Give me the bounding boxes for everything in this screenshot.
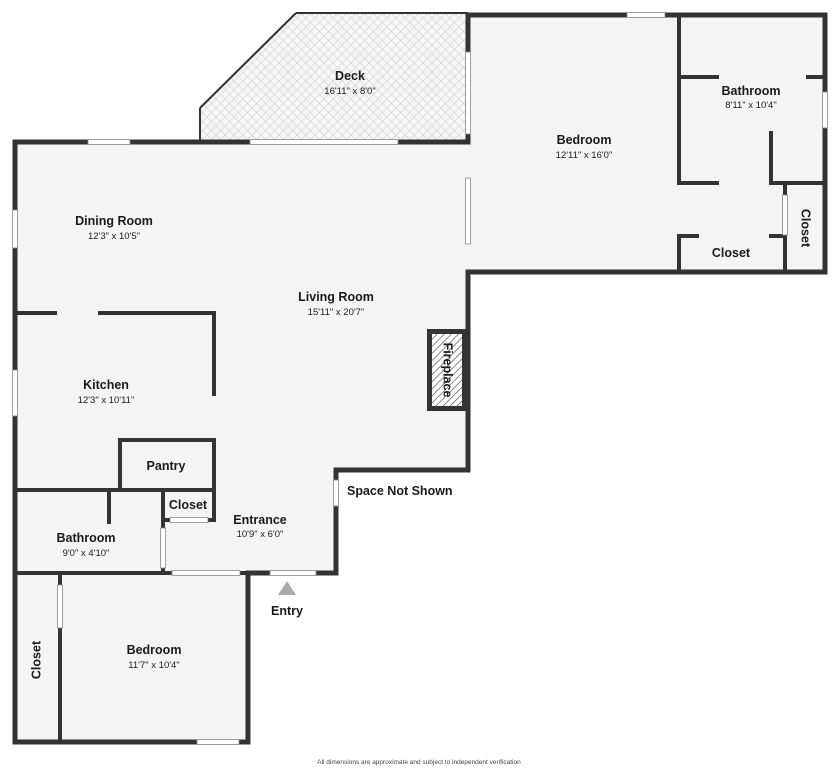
bathroom-main-name: Bathroom [721, 84, 780, 98]
pantry-name: Pantry [147, 459, 186, 473]
main-floor [15, 142, 468, 742]
entry-label: Entry [271, 604, 303, 618]
dining-name: Dining Room [75, 214, 153, 228]
closet-center-name: Closet [169, 498, 208, 512]
window-bedroom-top [626, 12, 666, 18]
bathroom-small-dim: 9'0" x 4'10" [63, 548, 110, 559]
deck-name: Deck [335, 69, 365, 83]
window-dining-left [12, 209, 18, 249]
kitchen-dim: 12'3" x 10'11" [78, 395, 135, 406]
deck-floor [200, 13, 468, 142]
bathroom-small-name: Bathroom [56, 531, 115, 545]
space-not-shown-opening [333, 479, 339, 507]
bedroom-main-dim: 12'11" x 16'0" [556, 150, 613, 161]
closet-left-name: Closet [29, 640, 43, 679]
bedroom-main-name: Bedroom [557, 133, 612, 147]
fireplace: Fireplace [427, 329, 467, 411]
closet-right-horizontal: Closet [712, 246, 751, 260]
entrance-dim: 10'9" x 6'0" [237, 529, 284, 540]
windows [12, 12, 828, 745]
kitchen-name: Kitchen [83, 378, 129, 392]
window-kitchen-left [12, 369, 18, 417]
bath-door [160, 527, 166, 569]
interior-walls [13, 13, 827, 744]
dining-dim: 12'3" x 10'5" [88, 231, 140, 242]
living-bedroom-opening [465, 177, 471, 245]
closet-left-door [57, 584, 63, 629]
bedroom-door [171, 570, 241, 576]
window-dining-top [87, 139, 131, 145]
bathroom-main-dim: 8'11" x 10'4" [725, 100, 776, 111]
entrance-name: Entrance [233, 513, 287, 527]
window-bedroom-bottom [196, 739, 240, 745]
living-dim: 15'11" x 20'7" [308, 307, 365, 318]
right-closet-door [782, 194, 788, 236]
entry-arrow-icon [278, 581, 296, 595]
deck-dim: 16'11" x 8'0" [324, 86, 375, 97]
bedroom-small-name: Bedroom [127, 643, 182, 657]
closet-right-vertical: Closet [799, 209, 813, 248]
deck-slider [249, 139, 399, 145]
closet-door-center [169, 517, 209, 523]
fireplace-label: Fireplace [441, 343, 455, 398]
right-wing-floor [468, 15, 825, 272]
door-openings [57, 194, 788, 629]
disclaimer-note: All dimensions are approximate and subje… [317, 759, 521, 766]
space-not-shown-label: Space Not Shown [347, 484, 453, 498]
room-labels: Deck 16'11" x 8'0" Bedroom 12'11" x 16'0… [29, 69, 812, 766]
entry-door [269, 570, 317, 576]
window-bath-right [822, 91, 828, 129]
floor-areas [15, 13, 825, 742]
bedroom-small-dim: 11'7" x 10'4" [128, 660, 179, 671]
bedroom-deck-door [465, 51, 471, 135]
deck-edge-slant [199, 12, 297, 109]
living-name: Living Room [298, 290, 374, 304]
